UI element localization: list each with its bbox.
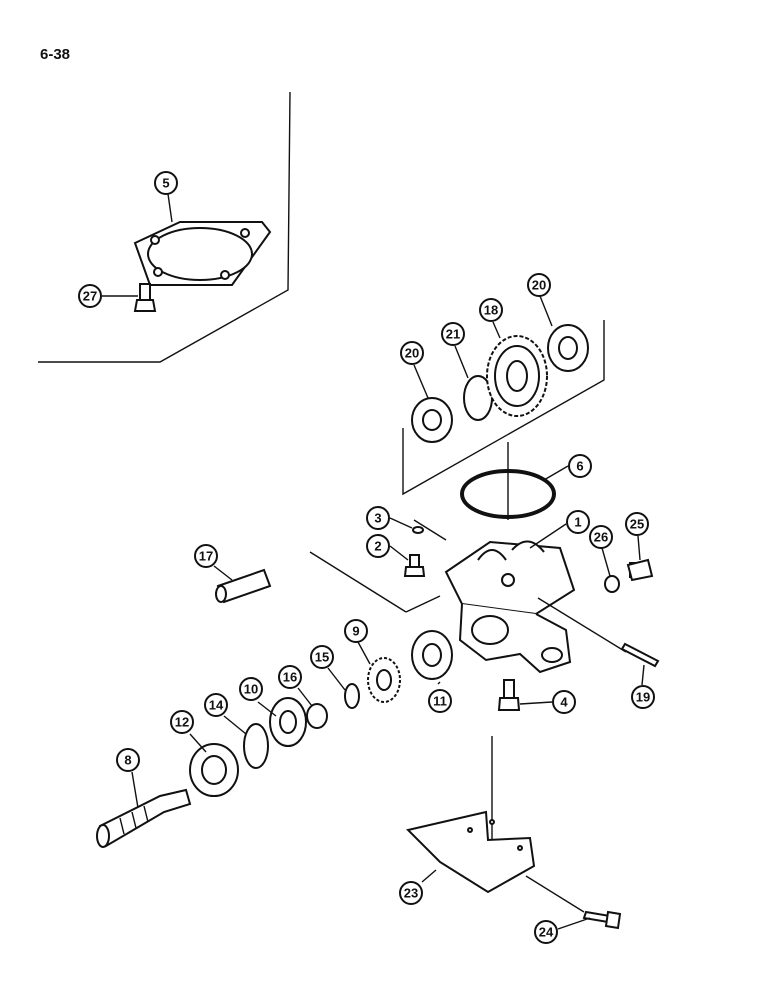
callout-20: 20	[400, 341, 424, 365]
callout-25: 25	[625, 512, 649, 536]
svg-text:17: 17	[199, 549, 213, 564]
svg-text:14: 14	[209, 698, 224, 713]
callout-15: 15	[310, 645, 334, 669]
spacer-washer	[306, 703, 328, 729]
ball-bearing-left	[411, 397, 453, 443]
callout-17: 17	[194, 544, 218, 568]
svg-text:6: 6	[576, 459, 583, 474]
callout-19: 19	[631, 685, 655, 709]
svg-text:20: 20	[405, 346, 419, 361]
gearbox-housing	[444, 540, 576, 674]
plug-washer	[604, 575, 620, 593]
svg-text:3: 3	[374, 511, 381, 526]
driven-gear	[486, 335, 548, 417]
svg-text:16: 16	[283, 670, 297, 685]
svg-text:12: 12	[175, 715, 189, 730]
pivot-pin	[215, 568, 272, 604]
svg-text:1: 1	[574, 515, 581, 530]
svg-text:11: 11	[433, 694, 447, 709]
svg-text:15: 15	[315, 650, 329, 665]
svg-text:2: 2	[374, 539, 381, 554]
callout-9: 9	[344, 619, 368, 643]
snap-ring-input	[243, 723, 269, 769]
callout-21: 21	[441, 322, 465, 346]
lock-washer	[412, 526, 424, 534]
callout-23: 23	[399, 881, 423, 905]
callout-26: 26	[589, 525, 613, 549]
page-number: 6-38	[40, 46, 71, 63]
svg-text:27: 27	[83, 289, 97, 304]
svg-text:9: 9	[352, 624, 359, 639]
snap-ring-lower	[344, 683, 360, 709]
svg-text:23: 23	[404, 886, 418, 901]
callout-10: 10	[239, 677, 263, 701]
svg-text:8: 8	[124, 753, 131, 768]
callout-27: 27	[78, 284, 102, 308]
svg-text:24: 24	[539, 925, 554, 940]
drive-pinion	[367, 657, 401, 703]
callout-12: 12	[170, 710, 194, 734]
callout-14: 14	[204, 693, 228, 717]
callout-18: 18	[479, 298, 503, 322]
ball-bearing-lower	[411, 630, 453, 680]
callout-11: 11	[428, 689, 452, 713]
ball-bearing-right	[547, 324, 589, 372]
callout-8: 8	[116, 748, 140, 772]
svg-text:25: 25	[630, 517, 644, 532]
svg-text:10: 10	[244, 682, 258, 697]
roll-pin	[620, 642, 660, 668]
cover-cap-screw	[133, 283, 157, 312]
callout-16: 16	[278, 665, 302, 689]
svg-text:19: 19	[636, 690, 650, 705]
upper-assembly-bracket	[402, 320, 605, 496]
svg-text:26: 26	[594, 530, 608, 545]
svg-text:21: 21	[446, 327, 460, 342]
drain-plug	[626, 558, 654, 582]
svg-text:5: 5	[162, 176, 169, 191]
mounting-bolt	[497, 679, 521, 711]
cover-plate	[133, 221, 272, 286]
ball-bearing-input	[269, 697, 307, 747]
callout-4: 4	[552, 690, 576, 714]
shield-guard	[406, 810, 536, 894]
inset-boundary	[38, 91, 291, 363]
input-shaft	[96, 788, 192, 848]
callout-1: 1	[566, 510, 590, 534]
svg-text:20: 20	[532, 278, 546, 293]
callout-3: 3	[366, 506, 390, 530]
oil-seal	[189, 743, 239, 797]
callout-24: 24	[534, 920, 558, 944]
callout-20: 20	[527, 273, 551, 297]
callout-6: 6	[568, 454, 592, 478]
callout-2: 2	[366, 534, 390, 558]
svg-text:4: 4	[560, 695, 568, 710]
svg-text:18: 18	[484, 303, 498, 318]
leader-lines	[102, 193, 645, 930]
shield-bolt	[582, 910, 622, 930]
callout-5: 5	[154, 171, 178, 195]
housing-cap-screw	[403, 554, 426, 577]
